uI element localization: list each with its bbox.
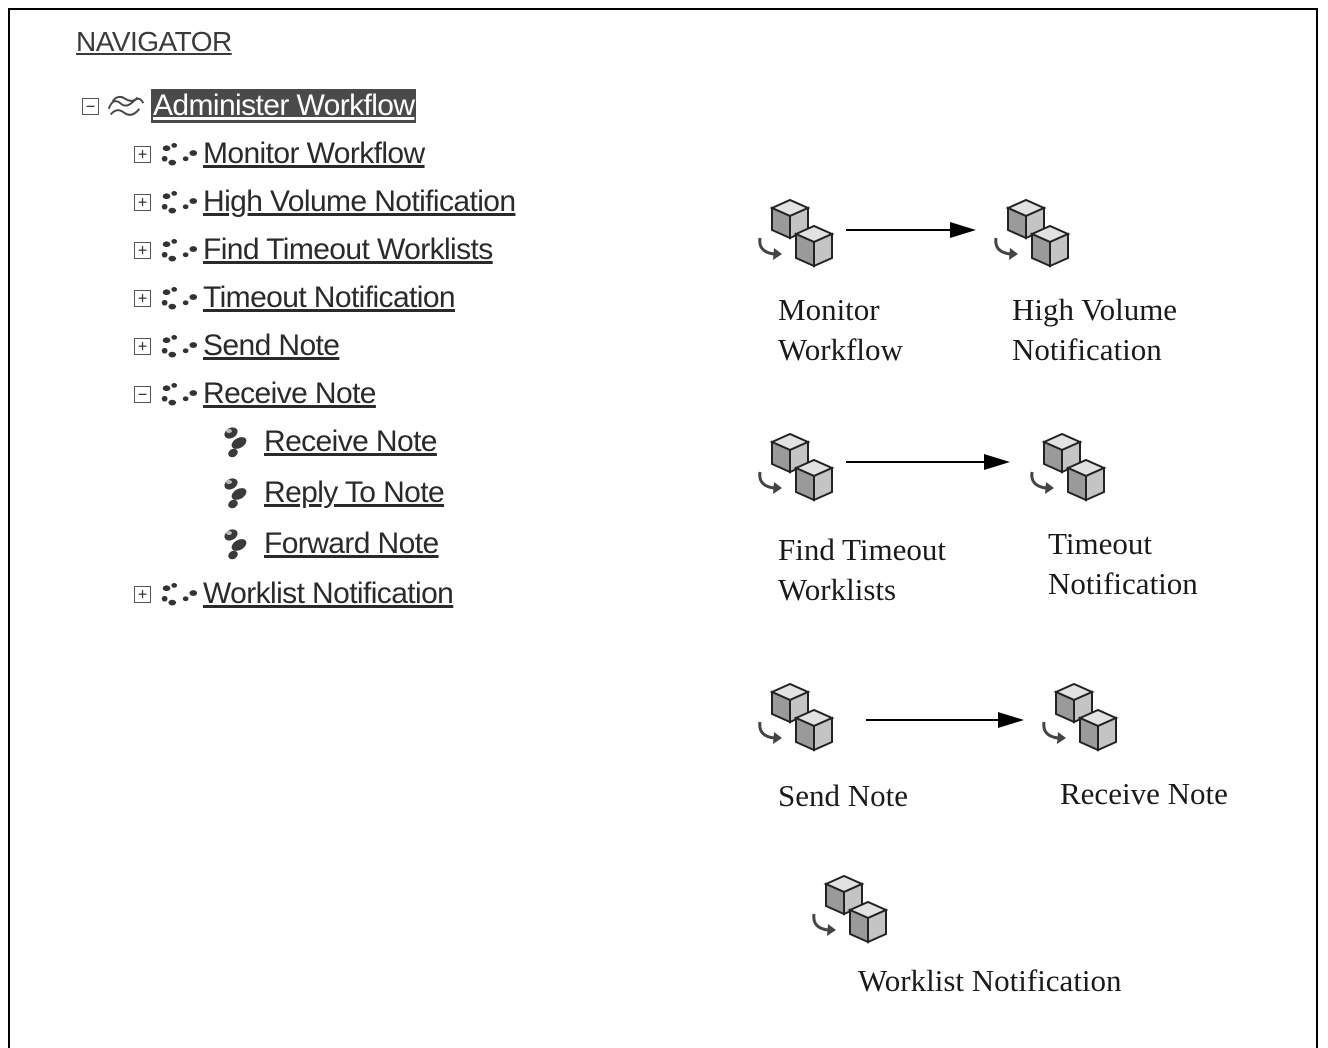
- process-label-high-volume-notification[interactable]: High Volume Notification: [1012, 290, 1177, 370]
- navigator-title[interactable]: NAVIGATOR: [76, 26, 232, 57]
- label-line: Timeout: [1048, 526, 1152, 561]
- collapse-icon[interactable]: −: [134, 385, 151, 403]
- process-icon: [157, 188, 199, 216]
- label-line: Notification: [1012, 332, 1162, 367]
- process-node-icon[interactable]: [1024, 432, 1114, 512]
- expand-icon[interactable]: +: [134, 193, 151, 211]
- process-icon: [157, 236, 199, 264]
- label-line: Send Note: [778, 778, 909, 813]
- process-label-monitor-workflow[interactable]: Monitor Workflow: [778, 290, 903, 370]
- transition-arrow: [866, 712, 1024, 728]
- tree-item-find-timeout-worklists[interactable]: + Find Timeout Worklists: [134, 230, 493, 270]
- process-label-worklist-notification[interactable]: Worklist Notification: [858, 961, 1122, 1001]
- expand-icon[interactable]: +: [134, 337, 151, 355]
- tree-item-monitor-workflow[interactable]: + Monitor Workflow: [134, 134, 425, 174]
- tree-item-high-volume-notification[interactable]: + High Volume Notification: [134, 182, 516, 222]
- function-icon: [216, 526, 258, 562]
- tree-item-label[interactable]: Receive Note: [203, 377, 376, 410]
- tree-leaf-receive-note[interactable]: Receive Note: [216, 422, 437, 462]
- tree-root-label[interactable]: Administer Workflow: [151, 89, 417, 123]
- label-line: Worklist Notification: [858, 963, 1122, 998]
- process-node-icon[interactable]: [1036, 682, 1126, 762]
- process-label-send-note[interactable]: Send Note: [778, 776, 908, 816]
- process-node-icon[interactable]: [752, 682, 842, 762]
- page-frame: [8, 8, 1318, 1048]
- process-node-icon[interactable]: [988, 198, 1078, 278]
- transition-arrow: [846, 222, 976, 238]
- label-line: Worklists: [778, 572, 897, 607]
- workflow-map-icon: [105, 92, 147, 120]
- collapse-icon[interactable]: −: [82, 97, 99, 115]
- tree-item-label[interactable]: Worklist Notification: [203, 577, 454, 610]
- process-label-receive-note[interactable]: Receive Note: [1060, 774, 1228, 814]
- process-icon: [157, 580, 199, 608]
- expand-icon[interactable]: +: [134, 585, 151, 603]
- tree-item-timeout-notification[interactable]: + Timeout Notification: [134, 278, 456, 318]
- process-node-icon[interactable]: [806, 874, 896, 954]
- process-label-find-timeout-worklists[interactable]: Find Timeout Worklists: [778, 530, 946, 610]
- process-icon: [157, 284, 199, 312]
- expand-icon[interactable]: +: [134, 145, 151, 163]
- expand-icon[interactable]: +: [134, 289, 151, 307]
- expand-icon[interactable]: +: [134, 241, 151, 259]
- function-icon: [216, 475, 258, 511]
- label-line: Workflow: [778, 332, 903, 367]
- process-label-timeout-notification[interactable]: Timeout Notification: [1048, 524, 1198, 604]
- tree-item-receive-note[interactable]: − Receive Note: [134, 374, 376, 414]
- tree-leaf-label[interactable]: Receive Note: [264, 425, 437, 458]
- label-line: Find Timeout: [778, 532, 946, 567]
- function-icon: [216, 424, 258, 460]
- tree-item-label[interactable]: Send Note: [203, 329, 340, 362]
- process-node-icon[interactable]: [752, 432, 842, 512]
- tree-item-label[interactable]: Find Timeout Worklists: [203, 233, 493, 266]
- tree-item-worklist-notification[interactable]: + Worklist Notification: [134, 574, 454, 614]
- transition-arrow: [846, 454, 1010, 470]
- label-line: Receive Note: [1060, 776, 1228, 811]
- tree-leaf-label[interactable]: Forward Note: [264, 527, 439, 560]
- label-line: High Volume: [1012, 292, 1178, 327]
- tree-root[interactable]: − Administer Workflow: [82, 86, 417, 126]
- tree-item-label[interactable]: Monitor Workflow: [203, 137, 425, 170]
- tree-item-label[interactable]: High Volume Notification: [203, 185, 516, 218]
- tree-item-send-note[interactable]: + Send Note: [134, 326, 340, 366]
- label-line: Monitor: [778, 292, 880, 327]
- process-icon: [157, 380, 199, 408]
- tree-leaf-label[interactable]: Reply To Note: [264, 476, 445, 509]
- tree-leaf-reply-to-note[interactable]: Reply To Note: [216, 473, 445, 513]
- tree-leaf-forward-note[interactable]: Forward Note: [216, 524, 439, 564]
- process-icon: [157, 140, 199, 168]
- tree-item-label[interactable]: Timeout Notification: [203, 281, 456, 314]
- process-node-icon[interactable]: [752, 198, 842, 278]
- label-line: Notification: [1048, 566, 1198, 601]
- process-icon: [157, 332, 199, 360]
